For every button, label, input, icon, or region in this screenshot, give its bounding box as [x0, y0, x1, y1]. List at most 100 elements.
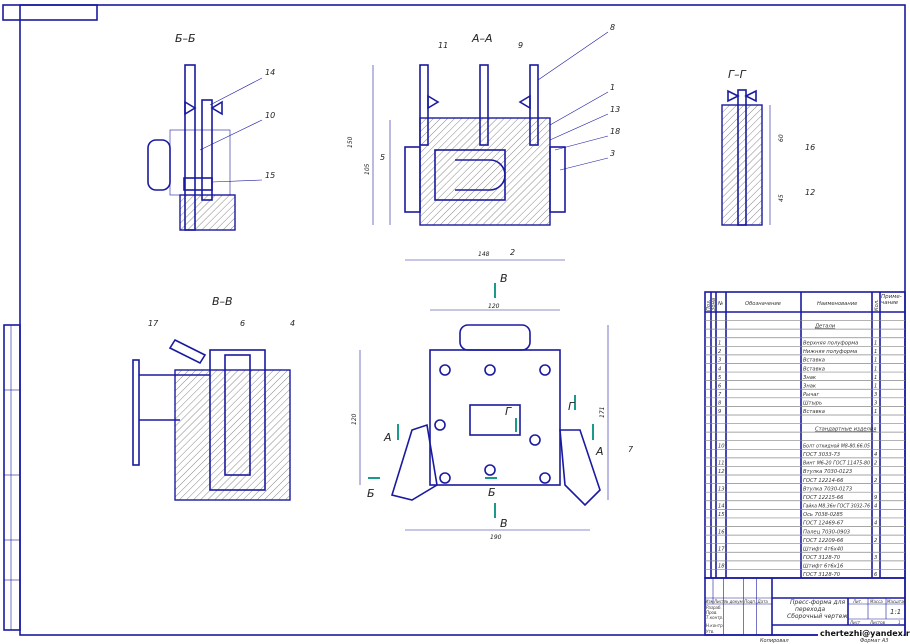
- svg-text:Пров.: Пров.: [706, 610, 718, 615]
- svg-text:3: 3: [610, 149, 615, 158]
- spec-name: Знак: [803, 383, 817, 389]
- specification-table: Поз. Зона № Обозначение Наименование Кол…: [704, 291, 906, 579]
- spec-quantity: 1: [874, 409, 877, 415]
- spec-position: 12: [718, 469, 725, 475]
- svg-text:190: 190: [490, 534, 502, 541]
- spec-name: Стандартные изделия: [815, 426, 876, 432]
- spec-name: ГОСТ 12215-66: [803, 495, 844, 501]
- svg-text:171: 171: [599, 407, 606, 418]
- spec-quantity: 4: [874, 452, 877, 458]
- svg-text:Масса: Масса: [870, 599, 883, 604]
- svg-text:Дата: Дата: [757, 599, 769, 604]
- spec-quantity: 6: [874, 572, 878, 578]
- section-view-vv: В–В 17 6 4: [132, 295, 295, 501]
- spec-name: ГОСТ 12214-66: [803, 478, 844, 484]
- svg-text:Б: Б: [367, 487, 375, 500]
- svg-text:Т.контр.: Т.контр.: [706, 615, 723, 620]
- svg-text:17: 17: [148, 319, 159, 328]
- header-quantity: Кол.: [874, 299, 880, 311]
- spec-name: Вставка: [803, 358, 825, 364]
- svg-text:А: А: [595, 445, 604, 458]
- spec-position: 4: [718, 366, 721, 372]
- svg-text:60: 60: [778, 134, 785, 142]
- svg-text:8: 8: [610, 23, 615, 32]
- spec-position: 6: [718, 383, 722, 389]
- svg-text:Б: Б: [488, 486, 496, 499]
- spec-row: Стандартные изделия: [705, 426, 905, 433]
- spec-quantity: 9: [874, 495, 877, 501]
- svg-text:1: 1: [898, 620, 901, 625]
- svg-text:10: 10: [265, 111, 275, 120]
- svg-text:11: 11: [438, 41, 448, 50]
- spec-quantity: 3: [874, 401, 877, 407]
- svg-text:Листов: Листов: [869, 620, 886, 625]
- spec-quantity: 1: [874, 366, 877, 372]
- spec-position: 9: [718, 409, 721, 415]
- spec-position: 3: [718, 358, 721, 364]
- header-number: №: [717, 301, 723, 307]
- svg-text:6: 6: [240, 319, 245, 328]
- spec-name: Гайка М8.36н ГОСТ 3032-76: [803, 504, 871, 510]
- spec-position: 17: [718, 546, 725, 552]
- svg-text:Масштаб: Масштаб: [887, 599, 907, 604]
- svg-text:148: 148: [478, 251, 490, 258]
- plan-view: 120 171 120 190 7 В В А А Б Б Г Г: [351, 272, 634, 541]
- svg-text:7: 7: [628, 445, 634, 454]
- section-view-aa: А–А 150 105 148 11 9 8 1 13 18 3 5 2: [347, 23, 620, 261]
- spec-position: 18: [718, 564, 725, 570]
- svg-text:45: 45: [778, 194, 785, 202]
- spec-name: Втулка 7030-0173: [803, 486, 852, 492]
- spec-name: Винт М6-20 ГОСТ 11475-80: [803, 461, 871, 467]
- svg-text:Лит.: Лит.: [852, 599, 862, 604]
- spec-position: 5: [718, 375, 722, 381]
- svg-text:16: 16: [805, 143, 815, 152]
- svg-text:9: 9: [518, 41, 523, 50]
- svg-text:120: 120: [488, 303, 500, 310]
- header-name: Наименование: [817, 301, 857, 307]
- svg-text:Г: Г: [505, 405, 512, 418]
- svg-text:1: 1: [610, 83, 615, 92]
- svg-text:Подп.: Подп.: [744, 599, 756, 604]
- spec-quantity: 1: [874, 341, 877, 347]
- spec-quantity: 2: [874, 461, 877, 467]
- svg-text:120: 120: [351, 413, 358, 425]
- svg-text:13: 13: [610, 105, 620, 114]
- svg-text:1:1: 1:1: [890, 608, 901, 616]
- spec-quantity: 1: [874, 349, 877, 355]
- watermark: chertezhi@yandex.ru: [820, 629, 910, 638]
- svg-text:105: 105: [364, 163, 371, 175]
- svg-text:Н.контр.: Н.контр.: [706, 623, 724, 628]
- spec-position: 13: [718, 486, 725, 492]
- spec-quantity: 1: [874, 375, 877, 381]
- svg-text:Лист: Лист: [849, 620, 861, 625]
- svg-text:В: В: [500, 272, 508, 285]
- spec-position: 1: [718, 341, 721, 347]
- spec-name: Ось 7038-0285: [803, 512, 844, 518]
- spec-name: Вставка: [803, 366, 825, 372]
- spec-name: ГОСТ 3128-70: [803, 555, 841, 561]
- spec-name: Болт откидной М8-80.66.05: [803, 443, 871, 449]
- svg-text:Утв.: Утв.: [706, 629, 714, 634]
- spec-position: 2: [718, 349, 721, 355]
- svg-text:4: 4: [290, 319, 295, 328]
- section-view-gg: Г–Г 60 45 16 12: [721, 68, 815, 226]
- spec-name: ГОСТ 12469-67: [803, 521, 844, 527]
- drawing-title: Пресс-форма для: [790, 599, 845, 606]
- header-zone: Зона: [711, 298, 717, 311]
